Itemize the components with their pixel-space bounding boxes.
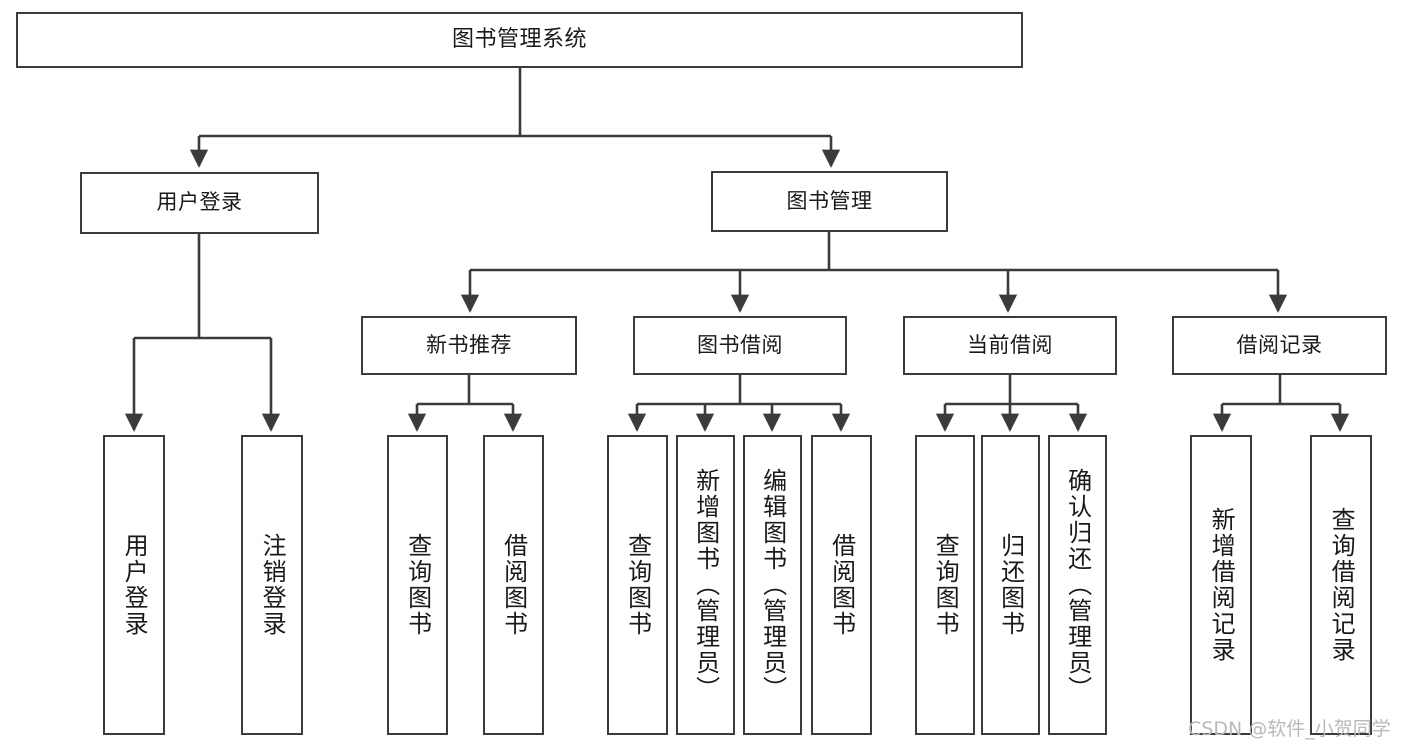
leaf-book-borrow-query[interactable]: 查询图书 [607,435,668,735]
leaf-new-book-borrow[interactable]: 借阅图书 [483,435,544,735]
leaf-book-borrow-edit[interactable]: 编辑图书（管理员） [743,435,802,735]
node-book-management[interactable]: 图书管理 [711,171,948,232]
node-label: 图书管理系统 [451,26,587,52]
leaf-user-login-login[interactable]: 用户登录 [103,435,165,735]
leaf-new-book-query[interactable]: 查询图书 [387,435,448,735]
node-label: 注销登录 [258,533,287,637]
leaf-borrow-record-add[interactable]: 新增借阅记录 [1190,435,1252,735]
leaf-book-borrow-borrow[interactable]: 借阅图书 [811,435,872,735]
node-label: 用户登录 [120,533,149,637]
node-label: 编辑图书（管理员） [758,468,787,702]
node-label: 查询图书 [403,533,432,637]
watermark-text: CSDN @软件_小贺同学 [1188,718,1391,740]
node-label: 确认归还（管理员） [1063,468,1092,702]
node-label: 查询图书 [931,533,960,637]
node-label: 借阅图书 [499,533,528,637]
node-new-book-recommend[interactable]: 新书推荐 [361,316,577,375]
node-borrow-record[interactable]: 借阅记录 [1172,316,1387,375]
node-root-system[interactable]: 图书管理系统 [16,12,1023,68]
node-label: 当前借阅 [967,332,1053,357]
node-user-login[interactable]: 用户登录 [80,172,319,234]
leaf-current-borrow-return[interactable]: 归还图书 [981,435,1040,735]
node-current-borrow[interactable]: 当前借阅 [903,316,1117,375]
node-label: 查询借阅记录 [1327,507,1356,663]
leaf-book-borrow-add[interactable]: 新增图书（管理员） [676,435,735,735]
node-book-borrow[interactable]: 图书借阅 [633,316,847,375]
node-label: 借阅记录 [1236,332,1323,357]
node-label: 图书管理 [786,188,873,213]
node-label: 归还图书 [996,533,1025,637]
node-label: 查询图书 [623,533,652,637]
leaf-current-borrow-confirm[interactable]: 确认归还（管理员） [1048,435,1107,735]
leaf-user-login-logout[interactable]: 注销登录 [241,435,303,735]
leaf-current-borrow-query[interactable]: 查询图书 [915,435,975,735]
node-label: 新书推荐 [426,332,512,357]
node-label: 新增图书（管理员） [691,468,720,702]
node-label: 新增借阅记录 [1207,507,1236,663]
leaf-borrow-record-query[interactable]: 查询借阅记录 [1310,435,1372,735]
node-label: 用户登录 [156,190,243,215]
node-label: 借阅图书 [827,533,856,637]
node-label: 图书借阅 [697,332,783,357]
